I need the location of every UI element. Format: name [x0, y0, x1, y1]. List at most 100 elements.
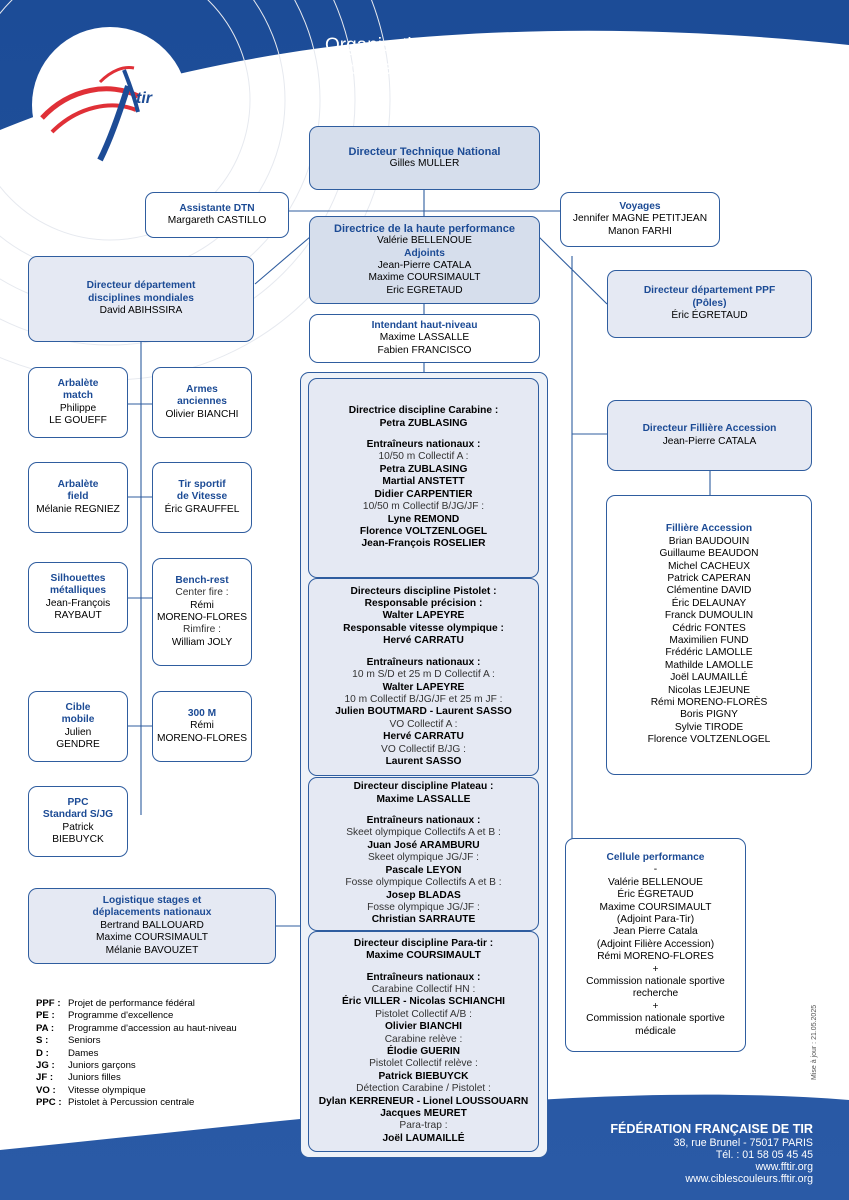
carabine-g2-name-2: Florence VOLTZENLOGEL [359, 525, 488, 537]
cellule-line: (Adjoint Filière Accession) [596, 938, 715, 950]
bench-rest-name-1b: MORENO-FLORES [157, 612, 247, 623]
filiere-member: Éric DELAUNAY [671, 597, 747, 609]
title-line-2: Département haut-niveau 2025 [325, 58, 587, 79]
ppf-title-2: (Pôles) [692, 297, 727, 309]
cellule-line: Valérie BELLENOUE [608, 876, 703, 888]
bench-rest-sub-2: Rimfire : [183, 624, 221, 636]
directeur-disciplines-mondiales-box: Directeur département disciplines mondia… [28, 256, 254, 342]
legend-row: PPC :Pistolet à Percussion centrale [36, 1097, 237, 1109]
filiere-member: Boris PIGNY [680, 709, 738, 721]
cible-mobile-name-1: Julien [64, 726, 92, 738]
footer-org: FÉDÉRATION FRANÇAISE DE TIR [610, 1122, 813, 1136]
intendant-title: Intendant haut-niveau [371, 319, 478, 331]
cellule-line: Jean Pierre Catala [613, 926, 698, 938]
legend-key: VO : [36, 1084, 56, 1096]
paratir-g5-name-1: Dylan KERRENEUR - Lionel LOUSSOUARN [318, 1095, 529, 1107]
legend-row: PPF :Projet de performance fédéral [36, 998, 237, 1010]
footer-web-1: www.fftir.org [755, 1161, 814, 1173]
plateau-group-1: Skeet olympique Collectifs A et B : [346, 827, 501, 839]
plateau-g1-name: Juan José ARAMBURU [367, 839, 480, 851]
pistolet-group-4: VO Collectif B/JG : [381, 743, 466, 755]
filiere-title: Fillière Accession [665, 523, 753, 535]
arbalete-field-name: Mélanie REGNIEZ [36, 503, 120, 515]
legend-value: Seniors [68, 1035, 101, 1047]
carabine-g1-name-3: Didier CARPENTIER [374, 488, 473, 500]
pistolet-sub-1: Responsable précision : [364, 598, 483, 610]
filiere-member: Clémentine DAVID [666, 585, 752, 597]
paratir-group-3: Carabine relève : [384, 1033, 463, 1045]
haute-performance-box: Directrice de la haute performance Valér… [309, 216, 540, 304]
logistique-box: Logistique stages et déplacements nation… [28, 888, 276, 964]
assistante-title: Assistante DTN [179, 202, 255, 214]
directeur-ppf-box: Directeur département PPF (Pôles) Éric É… [607, 270, 812, 338]
cible-mobile-name-2: GENDRE [56, 738, 100, 750]
legend-key: JF : [36, 1072, 54, 1084]
mondiales-name: David ABIHSSIRA [99, 305, 183, 317]
legend-key: PPC : [36, 1097, 62, 1109]
m300-title: 300 M [187, 707, 217, 719]
intendant-name-2: Fabien FRANCISCO [377, 344, 472, 356]
filiere-member: Guillaume BEAUDON [659, 548, 759, 560]
carabine-g2-name-3: Jean-François ROSELIER [361, 538, 486, 550]
tir-vitesse-name: Éric GRAUFFEL [164, 503, 240, 515]
cellule-line: Maxime COURSIMAULT [599, 901, 712, 913]
filiere-member: Florence VOLTZENLOGEL [647, 734, 771, 746]
bench-rest-name-1a: Rémi [190, 599, 214, 611]
cellule-line: médicale [635, 1025, 676, 1037]
legend-row: PE :Programme d'excellence [36, 1010, 237, 1022]
paratir-g5-name-2: Jacques MEURET [380, 1108, 467, 1120]
update-note: Mise à jour : 21.05.2025 [811, 1004, 818, 1080]
filiere-member: Nicolas LEJEUNE [667, 684, 751, 696]
tir-vitesse-title-1: Tir sportif [178, 478, 226, 490]
paratir-group-5: Détection Carabine / Pistolet : [356, 1083, 491, 1095]
silhouettes-box: Silhouettes métalliques Jean-François RA… [28, 562, 128, 633]
pistolet-coaches-label: Entraîneurs nationaux : [366, 656, 481, 668]
footer-web-2: www.ciblescouleurs.fftir.org [685, 1173, 813, 1185]
ppc-title-2: Standard S/JG [42, 809, 114, 821]
arbalete-field-title-2: field [67, 491, 89, 503]
arbalete-match-box: Arbalète match Philippe LE GOUEFF [28, 367, 128, 438]
bench-rest-name-2: William JOLY [171, 636, 233, 648]
pistolet-g4-name: Laurent SASSO [385, 755, 462, 767]
pistolet-group-2: 10 m Collectif B/JG/JF et 25 m JF : [344, 693, 503, 705]
dtn-title: Directeur Technique National [348, 145, 501, 158]
carabine-director: Petra ZUBLASING [379, 417, 468, 429]
assistante-box: Assistante DTN Margareth CASTILLO [145, 192, 289, 238]
fftir-logo: tir [40, 66, 153, 162]
legend-key: PPF : [36, 998, 61, 1009]
filiere-dir-name: Jean-Pierre CATALA [662, 435, 757, 447]
legend-row: PA :Programme d'accession au haut-niveau [36, 1023, 237, 1035]
m300-name-2: MORENO-FLORES [157, 732, 247, 744]
carabine-title: Directrice discipline Carabine : [348, 405, 499, 417]
ppc-title-1: PPC [67, 796, 89, 808]
paratir-g2-name: Olivier BIANCHI [385, 1021, 462, 1033]
pistolet-group-3: VO Collectif A : [389, 718, 458, 730]
legend-row: VO :Vitesse olympique [36, 1085, 237, 1097]
pistolet-box: Directeurs discipline Pistolet : Respons… [308, 578, 539, 776]
paratir-group-2: Pistolet Collectif A/B : [375, 1008, 472, 1020]
plateau-g4-name: Christian SARRAUTE [371, 914, 476, 926]
arbalete-match-title-2: match [62, 390, 93, 402]
bench-rest-box: Bench-rest Center fire : Rémi MORENO-FLO… [152, 558, 252, 666]
footer-tel: Tél. : 01 58 05 45 45 [715, 1149, 813, 1161]
legend-value: Dames [68, 1047, 99, 1059]
svg-text:tir: tir [136, 90, 153, 107]
logistique-title-1: Logistique stages et [102, 894, 202, 906]
carabine-box: Directrice discipline Carabine : Petra Z… [308, 378, 539, 578]
armes-anciennes-title-2: anciennes [177, 396, 227, 408]
cellule-line: (Adjoint Para-Tir) [616, 913, 695, 925]
cellule-line: Commission nationale sportive [586, 976, 725, 988]
filiere-dir-title: Directeur Fillière Accession [642, 423, 777, 435]
legend-row: S :Seniors [36, 1035, 237, 1047]
filiere-member: Frédéric LAMOLLE [665, 647, 753, 659]
arbalete-field-title-1: Arbalète [57, 478, 99, 490]
paratir-director: Maxime COURSIMAULT [366, 950, 481, 962]
silhouettes-name-1: Jean-François [45, 597, 111, 609]
cellule-line: + [652, 963, 659, 975]
adjoint-1: Jean-Pierre CATALA [377, 260, 472, 271]
intendant-name-1: Maxime LASSALLE [379, 332, 470, 344]
cellule-title: Cellule performance [606, 851, 705, 863]
